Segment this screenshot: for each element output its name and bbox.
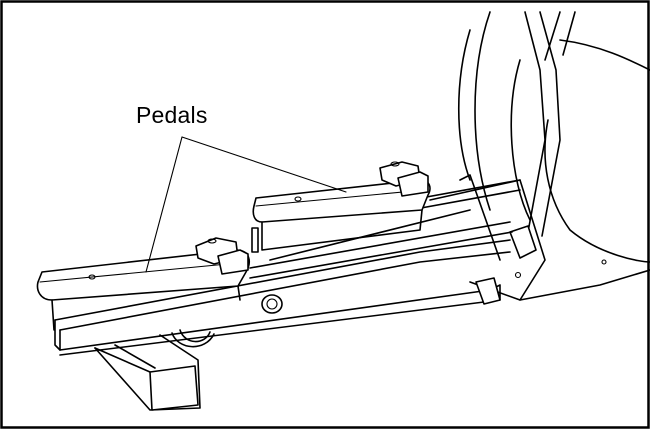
pedal-arms bbox=[54, 179, 521, 331]
front-stabilizer bbox=[94, 334, 201, 411]
upright-arms bbox=[509, 11, 576, 259]
pedals-callout-label: Pedals bbox=[136, 102, 208, 128]
back-pedal bbox=[251, 161, 431, 253]
base-beam bbox=[54, 277, 501, 356]
leader-line-front-pedal bbox=[145, 136, 183, 273]
front-pedal bbox=[36, 237, 250, 331]
frame-body bbox=[429, 174, 650, 301]
callout-leaders bbox=[145, 136, 347, 273]
leader-line-back-pedal bbox=[181, 136, 347, 193]
